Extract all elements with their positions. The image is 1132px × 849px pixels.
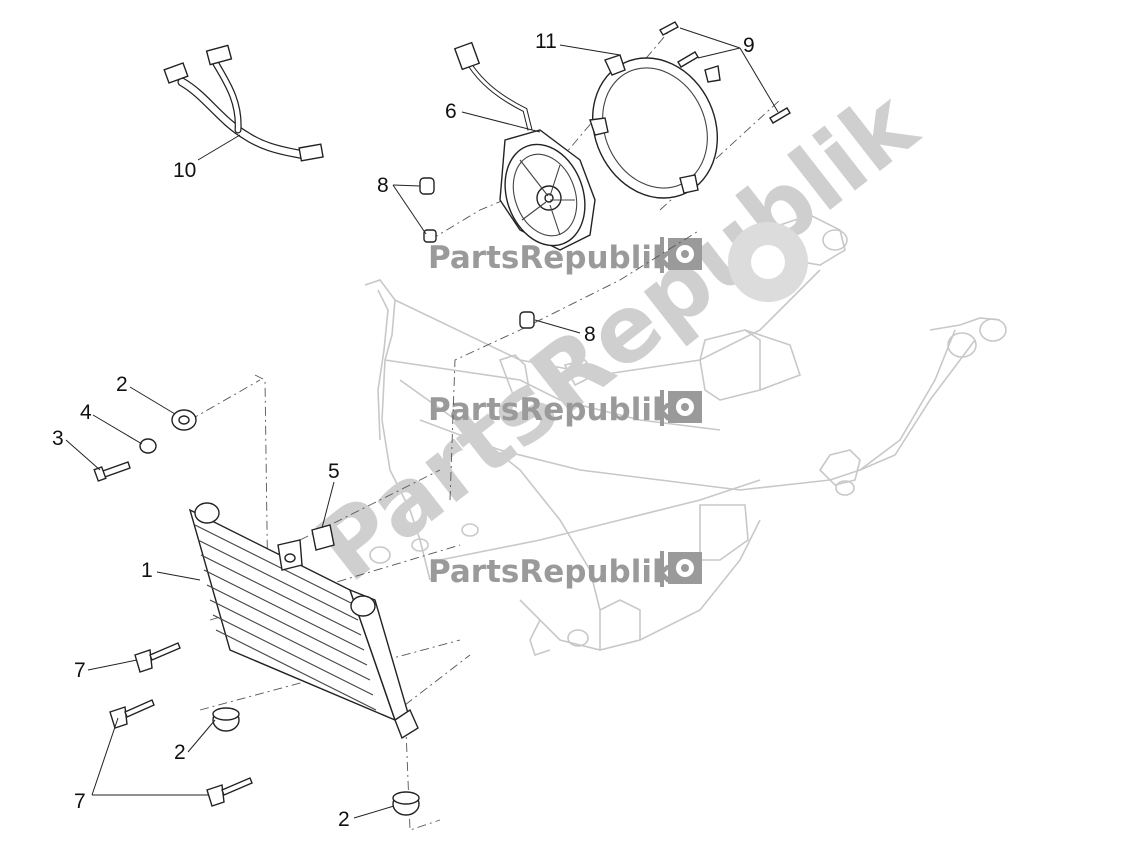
fan-shroud — [589, 54, 721, 199]
motorcycle-frame — [364, 214, 1007, 657]
watermark-gear-large — [728, 222, 808, 302]
callout-11: 11 — [535, 30, 557, 53]
callout-2: 2 — [116, 373, 128, 396]
bolt-3 — [93, 461, 131, 482]
watermark-row-2: PartsRepublik — [428, 390, 702, 428]
wiring-harness — [163, 44, 324, 162]
rubber-bush-8b — [423, 229, 437, 243]
screws-part-9 — [659, 21, 791, 124]
washer-4 — [139, 438, 157, 454]
callout-8: 8 — [584, 323, 596, 346]
callout-3: 3 — [52, 427, 64, 450]
clip-nut-5 — [311, 524, 335, 551]
callout-labels: 11 9 6 8 8 10 2 4 3 5 1 7 2 7 2 — [52, 30, 755, 831]
bolt-7c — [206, 777, 253, 807]
watermark-brand-text: PartsRepublik — [428, 392, 674, 428]
callout-8: 8 — [377, 174, 389, 197]
callout-2: 2 — [338, 808, 350, 831]
callout-2: 2 — [174, 741, 186, 764]
callout-6: 6 — [445, 100, 457, 123]
rubber-bush-8a — [419, 177, 435, 195]
callout-1: 1 — [141, 559, 153, 582]
callout-10: 10 — [173, 159, 196, 182]
watermark-brand-text: PartsRepublik — [428, 554, 674, 590]
callout-5: 5 — [328, 460, 340, 483]
watermark-row-3: PartsRepublik — [428, 551, 702, 590]
grommet-2c — [392, 791, 420, 816]
bolt-7a — [134, 642, 181, 673]
callout-7: 7 — [74, 659, 86, 682]
oil-cooler — [188, 502, 419, 740]
callout-7: 7 — [74, 790, 86, 813]
rubber-bush-8c — [519, 311, 535, 329]
grommet-2a — [171, 409, 197, 431]
callout-9: 9 — [743, 34, 755, 57]
cooling-fan — [453, 41, 596, 251]
callout-4: 4 — [80, 401, 92, 424]
leader-lines — [65, 27, 779, 819]
bolt-7b — [109, 699, 155, 729]
grommet-2b — [212, 707, 240, 732]
